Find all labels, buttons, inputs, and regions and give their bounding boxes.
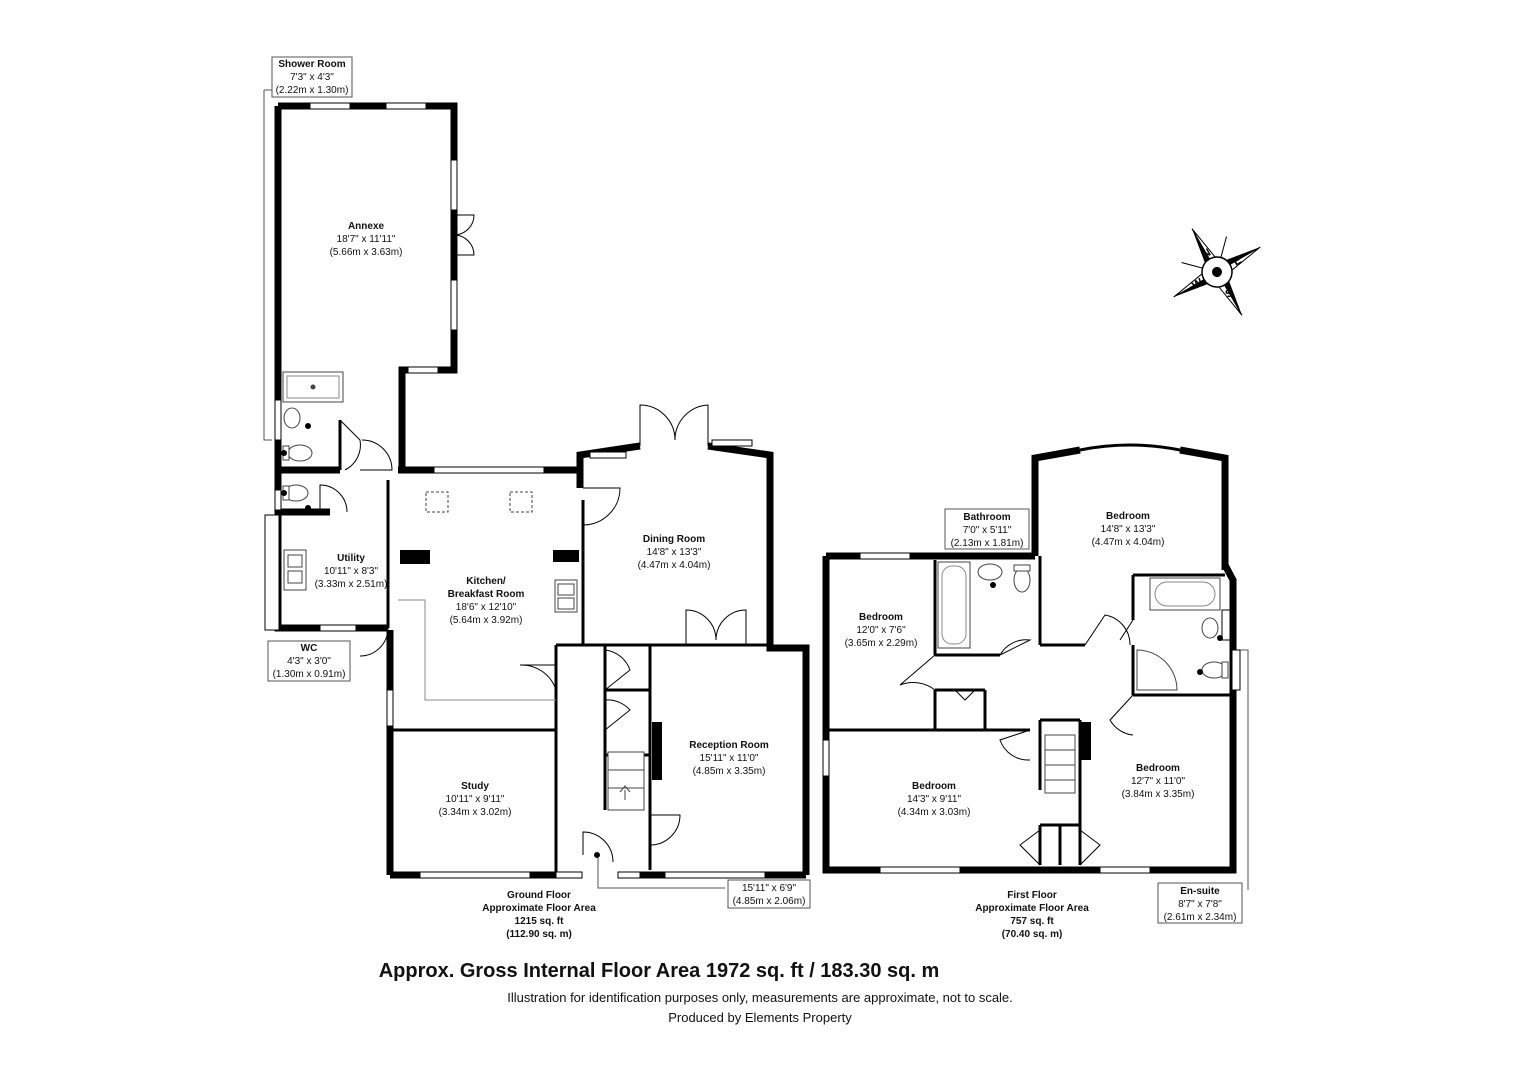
wc-imperial: 4'3" x 3'0" — [287, 656, 331, 667]
ground-floor-blocks — [400, 550, 662, 780]
ground-floor-fixtures — [282, 371, 645, 811]
ground-floor-area-label: Approximate Floor Area — [482, 903, 596, 914]
shower-room-metric: (2.22m x 1.30m) — [276, 85, 349, 96]
first-floor-sqft: 757 sq. ft — [1010, 916, 1054, 927]
annexe-imperial: 18'7" x 11'11" — [337, 234, 396, 245]
bedroom-front-right-name: Bedroom — [1136, 763, 1180, 774]
kitchen-name-line1: Kitchen/ — [466, 576, 506, 587]
fixture-dot — [281, 450, 287, 456]
first-floor-interior — [828, 556, 1230, 865]
bathroom-metric: (2.13m x 1.81m) — [951, 538, 1024, 549]
label-boxes — [267, 56, 1243, 924]
ground-floor-interior — [338, 420, 770, 875]
ground-floor-sqm: (112.90 sq. m) — [506, 929, 572, 940]
study-metric: (3.34m x 3.02m) — [439, 807, 512, 818]
annexe-metric: (5.66m x 3.63m) — [330, 247, 403, 258]
dimension-leaders — [263, 89, 1249, 890]
shower-room-imperial: 7'3" x 4'3" — [290, 72, 334, 83]
bedroom-main-imperial: 14'8" x 13'3" — [1101, 524, 1156, 535]
bathroom-name: Bathroom — [963, 512, 1010, 523]
bedroom-front-left-metric: (4.34m x 3.03m) — [898, 807, 971, 818]
bathroom-imperial: 7'0" x 5'11" — [963, 525, 1012, 536]
study-name: Study — [461, 781, 489, 792]
bedroom-front-left-name: Bedroom — [912, 781, 956, 792]
ground-floor-sqft: 1215 sq. ft — [515, 916, 565, 927]
fixture-dot — [305, 505, 311, 511]
first-floor-label: First Floor — [1007, 890, 1057, 901]
fixture-dot — [1197, 669, 1203, 675]
first-floor-windows — [822, 443, 1241, 874]
ground-floor-label: Ground Floor — [507, 890, 571, 901]
ground-floor-windows — [264, 102, 766, 879]
annexe-name: Annexe — [348, 221, 385, 232]
fixture-dot — [1217, 635, 1223, 641]
fixture-dot — [594, 852, 600, 858]
first-floor-area-label: Approximate Floor Area — [975, 903, 1089, 914]
ensuite-imperial: 8'7" x 7'8" — [1178, 899, 1222, 910]
bedroom-front-left-imperial: 14'3" x 9'11" — [907, 794, 962, 805]
reception-imperial: 15'11" x 11'0" — [700, 753, 759, 764]
bedroom-front-right-imperial: 12'7" x 11'0" — [1131, 776, 1186, 787]
ensuite-name: En-suite — [1180, 886, 1220, 897]
compass-rose-icon: N E S W — [1173, 228, 1261, 316]
study-imperial: 10'11" x 9'11" — [446, 794, 505, 805]
dining-metric: (4.47m x 4.04m) — [638, 560, 711, 571]
utility-imperial: 10'11" x 8'3" — [324, 566, 379, 577]
ensuite-metric: (2.61m x 2.34m) — [1164, 912, 1237, 923]
reception-metric: (4.85m x 3.35m) — [693, 766, 766, 777]
first-floor-sqm: (70.40 sq. m) — [1002, 929, 1063, 940]
wc-name: WC — [301, 643, 318, 654]
gross-floor-area-title: Approx. Gross Internal Floor Area 1972 s… — [378, 960, 940, 982]
bedroom-main-metric: (4.47m x 4.04m) — [1092, 537, 1165, 548]
bedroom-small-metric: (3.65m x 2.29m) — [845, 638, 918, 649]
dining-name: Dining Room — [643, 534, 705, 545]
producer-text: Produced by Elements Property — [668, 1010, 852, 1025]
bedroom-main-name: Bedroom — [1106, 511, 1150, 522]
fixture-dot — [305, 423, 311, 429]
wc-metric: (1.30m x 0.91m) — [273, 669, 346, 680]
first-floor-fixtures — [937, 561, 1229, 794]
hall-imperial: 15'11" x 6'9" — [742, 883, 797, 894]
kitchen-metric: (5.64m x 3.92m) — [450, 615, 523, 626]
hall-metric: (4.85m x 2.06m) — [733, 896, 806, 907]
disclaimer-text: Illustration for identification purposes… — [507, 990, 1013, 1005]
reception-name: Reception Room — [689, 740, 769, 751]
utility-name: Utility — [337, 553, 365, 564]
kitchen-name-line2: Breakfast Room — [448, 589, 525, 600]
fixture-dot — [990, 582, 996, 588]
first-floor-blocks — [1081, 722, 1091, 760]
ground-floor-doors — [319, 214, 747, 863]
fixture-dot — [281, 490, 287, 496]
kitchen-imperial: 18'6" x 12'10" — [456, 602, 517, 613]
shower-room-name: Shower Room — [278, 59, 345, 70]
dining-imperial: 14'8" x 13'3" — [647, 547, 702, 558]
bedroom-front-right-metric: (3.84m x 3.35m) — [1122, 789, 1195, 800]
first-floor-doors — [899, 614, 1134, 866]
bedroom-small-imperial: 12'0" x 7'6" — [856, 625, 906, 636]
bedroom-small-name: Bedroom — [859, 612, 903, 623]
utility-metric: (3.33m x 2.51m) — [315, 579, 388, 590]
